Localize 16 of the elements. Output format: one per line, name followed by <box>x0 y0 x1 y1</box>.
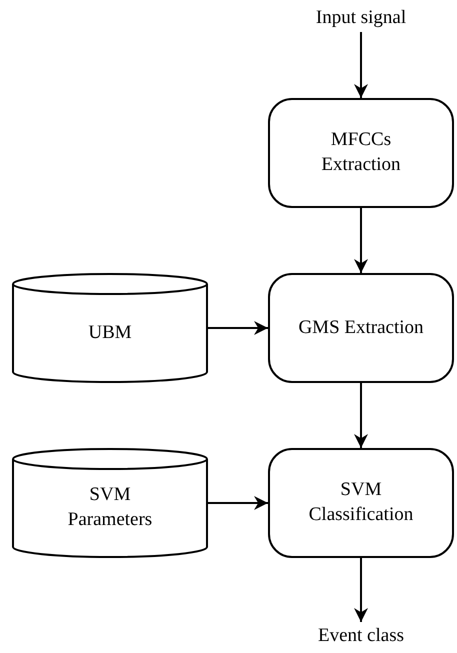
arrow <box>354 32 368 98</box>
node-label: MFCCs Extraction <box>320 128 402 177</box>
node-label: UBM <box>88 320 132 345</box>
arrow <box>208 321 268 335</box>
io-label: Input signal <box>316 6 406 30</box>
arrow <box>354 383 368 448</box>
process-box <box>268 448 454 558</box>
arrow <box>354 558 368 622</box>
arrow <box>208 496 268 510</box>
node-label: GMS Extraction <box>298 316 424 340</box>
node-label: SVM Classification <box>308 478 414 527</box>
io-label: Event class <box>318 624 404 648</box>
arrow <box>354 208 368 273</box>
process-box <box>268 273 454 383</box>
process-box <box>268 98 454 208</box>
node-label: SVM Parameters <box>66 483 154 532</box>
